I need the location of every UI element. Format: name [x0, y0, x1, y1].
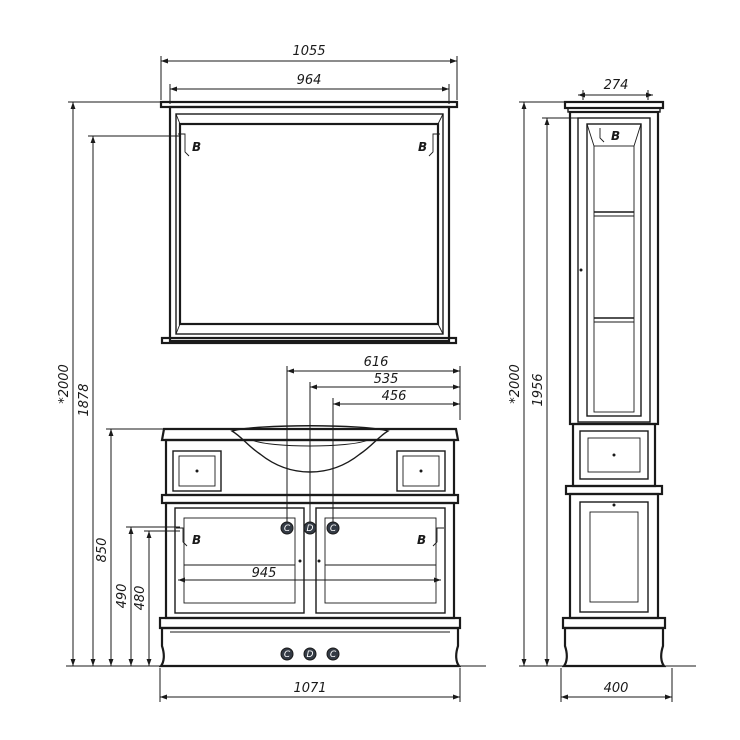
pipe-d-upper-label: D	[307, 524, 314, 534]
pipe-c-right-floor	[326, 647, 340, 661]
mirror-mount-right-label: B	[418, 140, 427, 154]
pipe-d-upper	[303, 521, 317, 535]
pipe-c-left-upper	[280, 521, 294, 535]
dim-label-616: 616	[364, 355, 389, 370]
floor-line-right	[519, 665, 696, 702]
dim-label-1071: 1071	[293, 681, 326, 696]
pipe-c-left-floor-label: C	[284, 650, 291, 660]
dim-label-274: 274	[604, 78, 629, 93]
dim-label-1055: 1055	[292, 44, 325, 59]
dim-label-490: 490	[115, 584, 130, 609]
dim-label-456: 456	[382, 389, 407, 404]
dim-label-2000-right: *2000	[508, 364, 523, 404]
pipe-markers-floor	[280, 647, 340, 661]
mirror-mount-left-label: B	[192, 140, 201, 154]
pipe-c-right-upper	[326, 521, 340, 535]
dim-label-1878: 1878	[77, 383, 92, 416]
dim-left-heights	[68, 101, 180, 666]
dim-label-964: 964	[297, 73, 322, 88]
pipe-c-left-floor	[280, 647, 294, 661]
dim-label-1956: 1956	[531, 373, 546, 406]
dim-label-400: 400	[604, 681, 629, 696]
mirror	[159, 100, 459, 345]
dim-pipe-offsets	[286, 366, 461, 526]
dim-label-480: 480	[133, 586, 148, 611]
pipe-c-left-upper-label: C	[284, 524, 291, 534]
vanity-mount-right-label: B	[417, 533, 426, 547]
cabinet-mount-label: B	[611, 129, 620, 143]
pipe-d-floor-label: D	[307, 650, 314, 660]
dim-label-945: 945	[252, 566, 277, 581]
dim-label-535: 535	[374, 372, 399, 387]
dim-mirror-widths	[160, 56, 458, 104]
pipe-c-right-floor-label: C	[330, 650, 337, 660]
dim-right-heights	[519, 101, 578, 666]
dim-cabinet-width	[578, 90, 653, 100]
dim-label-2000-left: *2000	[57, 364, 72, 404]
pipe-d-floor	[303, 647, 317, 661]
tall-cabinet	[561, 100, 667, 668]
vanity-mount-left-label: B	[192, 533, 201, 547]
pipe-c-right-upper-label: C	[330, 524, 337, 534]
floor-line-left	[66, 665, 486, 702]
dim-label-850: 850	[95, 538, 110, 563]
pipe-markers-upper	[280, 521, 340, 535]
